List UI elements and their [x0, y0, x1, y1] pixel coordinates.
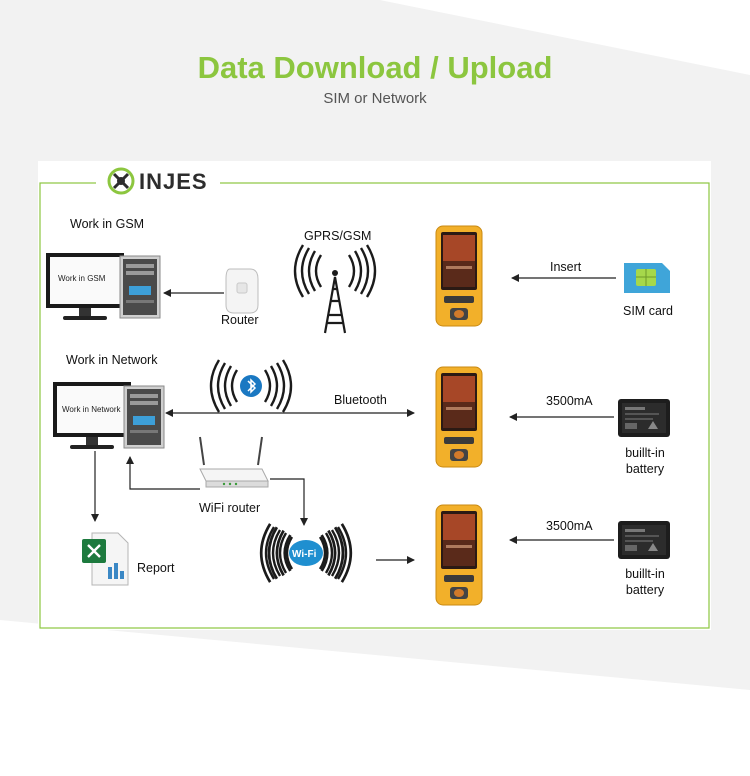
- label-insert: Insert: [550, 260, 582, 274]
- label-battery-capacity-2: 3500mA: [546, 519, 593, 533]
- handheld-terminal-1: [435, 225, 483, 327]
- diagram-panel: INJES Work in GSM Work in GSM Router GPR…: [38, 161, 711, 630]
- label-report: Report: [137, 561, 175, 575]
- label-bluetooth: Bluetooth: [334, 393, 387, 407]
- monitor-gsm-text: Work in GSM: [58, 274, 106, 283]
- pc-tower-gsm: [119, 255, 161, 319]
- wifi-router-device: [199, 436, 269, 488]
- diagram-graphics: [39, 167, 710, 629]
- sim-card-icon: [624, 263, 670, 293]
- bluetooth-icon: [209, 358, 293, 414]
- label-sim-card: SIM card: [623, 304, 674, 318]
- arrow-wifi-router-to-pc: [126, 456, 200, 490]
- gprs-tower-icon: [293, 243, 377, 334]
- wifi-badge-text: Wi-Fi: [292, 549, 317, 560]
- label-work-gsm: Work in GSM: [70, 217, 145, 231]
- router-device: [225, 268, 259, 314]
- label-battery-2-line2: battery: [625, 583, 665, 597]
- excel-report-icon: [82, 532, 129, 586]
- label-battery-1-line1: buillt-in: [625, 446, 665, 460]
- wifi-signal-icon: [259, 522, 353, 584]
- logo-text: INJES: [139, 169, 208, 194]
- label-router: Router: [221, 313, 259, 327]
- injes-logo-icon: [107, 167, 135, 195]
- label-battery-2-line1: buillt-in: [625, 567, 665, 581]
- label-wifi-router: WiFi router: [199, 501, 261, 515]
- logo-mask: [96, 173, 220, 195]
- label-battery-capacity-1: 3500mA: [546, 394, 593, 408]
- monitor-network-text: Work in Network: [62, 405, 121, 414]
- monitor-gsm: [46, 253, 124, 320]
- diagram-frame: [39, 182, 710, 629]
- page-title: Data Download / Upload: [197, 50, 553, 85]
- battery-icon-1: [618, 399, 670, 437]
- label-gprs: GPRS/GSM: [304, 229, 372, 243]
- pc-tower-network: [123, 385, 165, 449]
- monitor-network: [53, 382, 131, 449]
- arrow-wifi-router-to-wifi: [270, 478, 308, 526]
- page-subtitle: SIM or Network: [323, 90, 427, 107]
- handheld-terminal-3: [435, 504, 483, 606]
- label-work-network: Work in Network: [66, 353, 158, 367]
- label-battery-1-line2: battery: [625, 462, 665, 476]
- handheld-terminal-2: [435, 366, 483, 468]
- battery-icon-2: [618, 521, 670, 559]
